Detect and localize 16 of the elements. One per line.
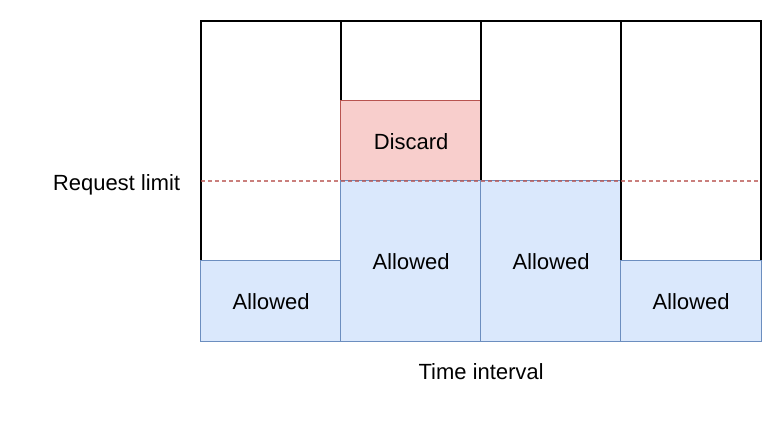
discard-box — [340, 100, 482, 182]
box-label: Allowed — [512, 248, 590, 276]
axis-label: Time interval — [417, 358, 545, 386]
allowed-box — [480, 180, 622, 342]
column-box — [620, 20, 762, 342]
allowed-box — [620, 260, 762, 342]
column-box — [480, 20, 622, 342]
allowed-box — [200, 260, 342, 342]
box-label: Allowed — [652, 288, 730, 316]
column-box — [340, 20, 482, 342]
column-box — [200, 20, 342, 342]
box-label: Discard — [374, 128, 448, 156]
box-label: Allowed — [232, 288, 310, 316]
box-label: Allowed — [372, 248, 450, 276]
axis-label: Request limit — [52, 169, 180, 197]
allowed-box — [340, 180, 482, 342]
